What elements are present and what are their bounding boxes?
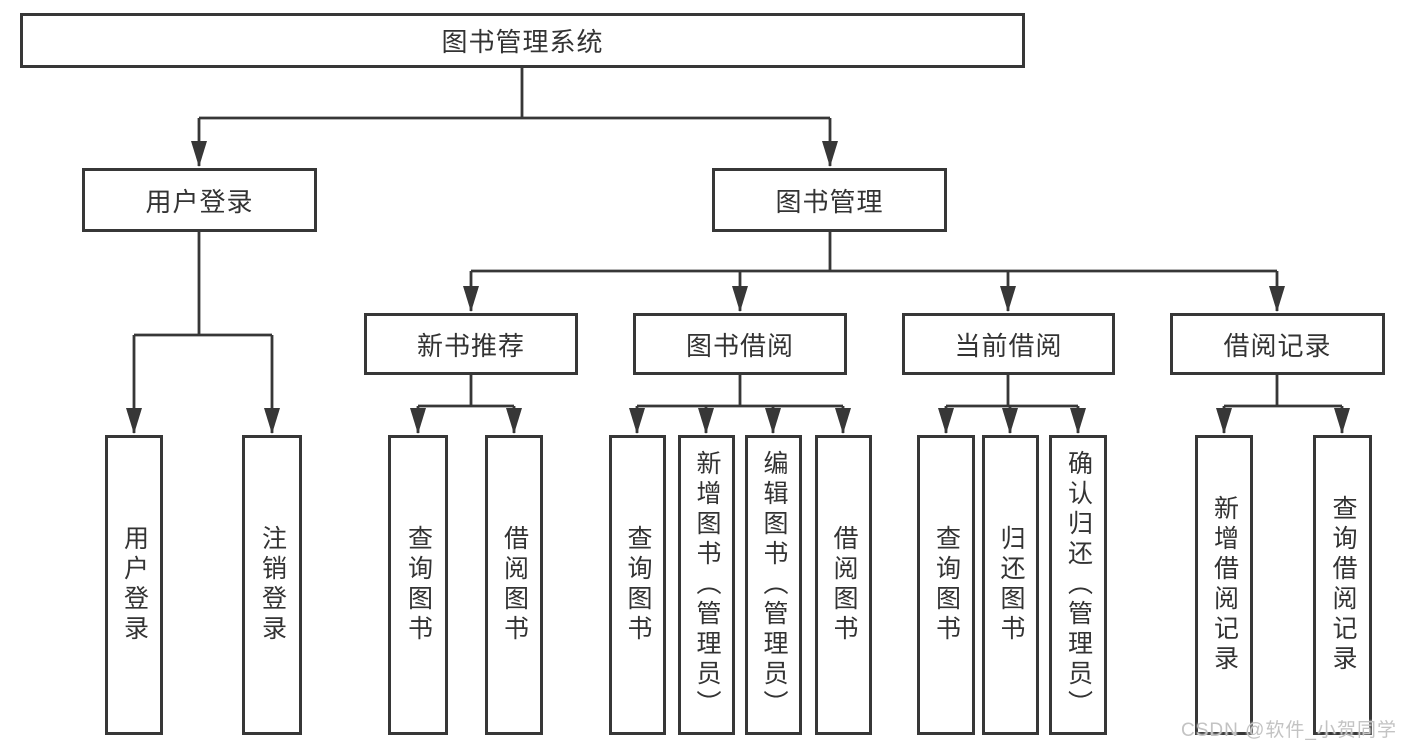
leaf-return-books-label: 归还图书 bbox=[997, 525, 1025, 645]
node-user-login-label: 用户登录 bbox=[145, 186, 254, 217]
node-borrowing-records: 借阅记录 bbox=[1170, 313, 1385, 375]
leaf-current-query-books: 查询图书 bbox=[917, 435, 975, 735]
node-root: 图书管理系统 bbox=[20, 13, 1025, 68]
node-book-management-label: 图书管理 bbox=[775, 186, 884, 217]
node-root-label: 图书管理系统 bbox=[441, 27, 604, 57]
leaf-borrow-query-books: 查询图书 bbox=[609, 435, 666, 735]
leaf-current-query-books-label: 查询图书 bbox=[932, 525, 961, 645]
node-user-login: 用户登录 bbox=[82, 168, 317, 232]
leaf-logout-label: 注销登录 bbox=[258, 525, 287, 645]
leaf-logout: 注销登录 bbox=[242, 435, 302, 735]
node-borrowing-records-label: 借阅记录 bbox=[1223, 330, 1332, 361]
leaf-add-borrow-record-label: 新增借阅记录 bbox=[1210, 495, 1239, 675]
leaf-return-books: 归还图书 bbox=[982, 435, 1039, 735]
leaf-query-borrow-record: 查询借阅记录 bbox=[1313, 435, 1372, 735]
leaf-confirm-return-admin-label: 确认归还（管理员） bbox=[1064, 450, 1093, 720]
csdn-watermark: CSDN @软件_小贺同学 bbox=[1181, 720, 1397, 741]
leaf-edit-books-admin: 编辑图书（管理员） bbox=[745, 435, 802, 735]
leaf-borrow-books: 借阅图书 bbox=[815, 435, 872, 735]
leaf-recommend-borrow-books: 借阅图书 bbox=[485, 435, 543, 735]
leaf-add-borrow-record: 新增借阅记录 bbox=[1195, 435, 1253, 735]
leaf-borrow-query-books-label: 查询图书 bbox=[624, 525, 652, 645]
leaf-recommend-borrow-books-label: 借阅图书 bbox=[500, 525, 529, 645]
leaf-edit-books-admin-label: 编辑图书（管理员） bbox=[760, 450, 788, 720]
leaf-recommend-query-books-label: 查询图书 bbox=[404, 525, 433, 645]
node-current-borrowing: 当前借阅 bbox=[902, 313, 1115, 375]
leaf-user-login-label: 用户登录 bbox=[120, 525, 149, 645]
node-current-borrowing-label: 当前借阅 bbox=[954, 330, 1063, 361]
node-book-borrowing: 图书借阅 bbox=[633, 313, 847, 375]
leaf-borrow-books-label: 借阅图书 bbox=[830, 525, 858, 645]
leaf-user-login: 用户登录 bbox=[105, 435, 163, 735]
leaf-add-books-admin-label: 新增图书（管理员） bbox=[693, 450, 721, 720]
leaf-confirm-return-admin: 确认归还（管理员） bbox=[1049, 435, 1107, 735]
leaf-query-borrow-record-label: 查询借阅记录 bbox=[1329, 495, 1357, 675]
node-book-management: 图书管理 bbox=[712, 168, 947, 232]
leaf-add-books-admin: 新增图书（管理员） bbox=[678, 435, 735, 735]
leaf-recommend-query-books: 查询图书 bbox=[388, 435, 448, 735]
node-book-borrowing-label: 图书借阅 bbox=[685, 330, 794, 361]
node-new-book-recommendation-label: 新书推荐 bbox=[416, 330, 525, 361]
node-new-book-recommendation: 新书推荐 bbox=[364, 313, 578, 375]
